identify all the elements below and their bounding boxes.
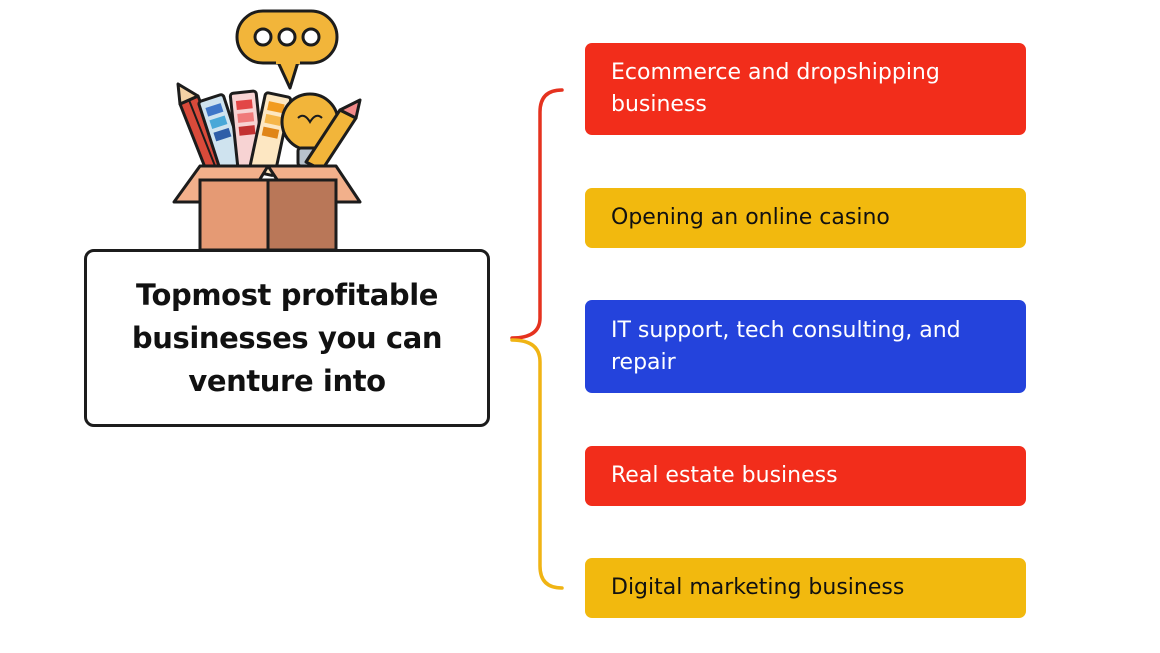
list-item-label: Ecommerce and dropshipping business bbox=[611, 60, 940, 117]
page-title: Topmost profitable businesses you can ve… bbox=[131, 277, 443, 398]
bracket-red bbox=[510, 88, 564, 340]
speech-bubble-icon bbox=[235, 9, 339, 90]
list-item-label: Real estate business bbox=[611, 463, 838, 488]
list-item-it-support: IT support, tech consulting, and repair bbox=[585, 300, 1026, 393]
bracket-connector bbox=[510, 88, 564, 590]
creative-box-illustration bbox=[172, 9, 362, 252]
list-item-online-casino: Opening an online casino bbox=[585, 188, 1026, 248]
bracket-yellow bbox=[510, 338, 564, 590]
list-item-label: Opening an online casino bbox=[611, 205, 890, 230]
list-item-digital-marketing: Digital marketing business bbox=[585, 558, 1026, 618]
list-item-real-estate: Real estate business bbox=[585, 446, 1026, 506]
color-swatch-icon bbox=[197, 89, 293, 177]
list-item-ecommerce: Ecommerce and dropshipping business bbox=[585, 43, 1026, 135]
title-box: Topmost profitable businesses you can ve… bbox=[84, 249, 490, 427]
list-item-label: IT support, tech consulting, and repair bbox=[611, 317, 961, 375]
list-item-label: Digital marketing business bbox=[611, 575, 905, 600]
cardboard-box-icon bbox=[172, 164, 362, 252]
